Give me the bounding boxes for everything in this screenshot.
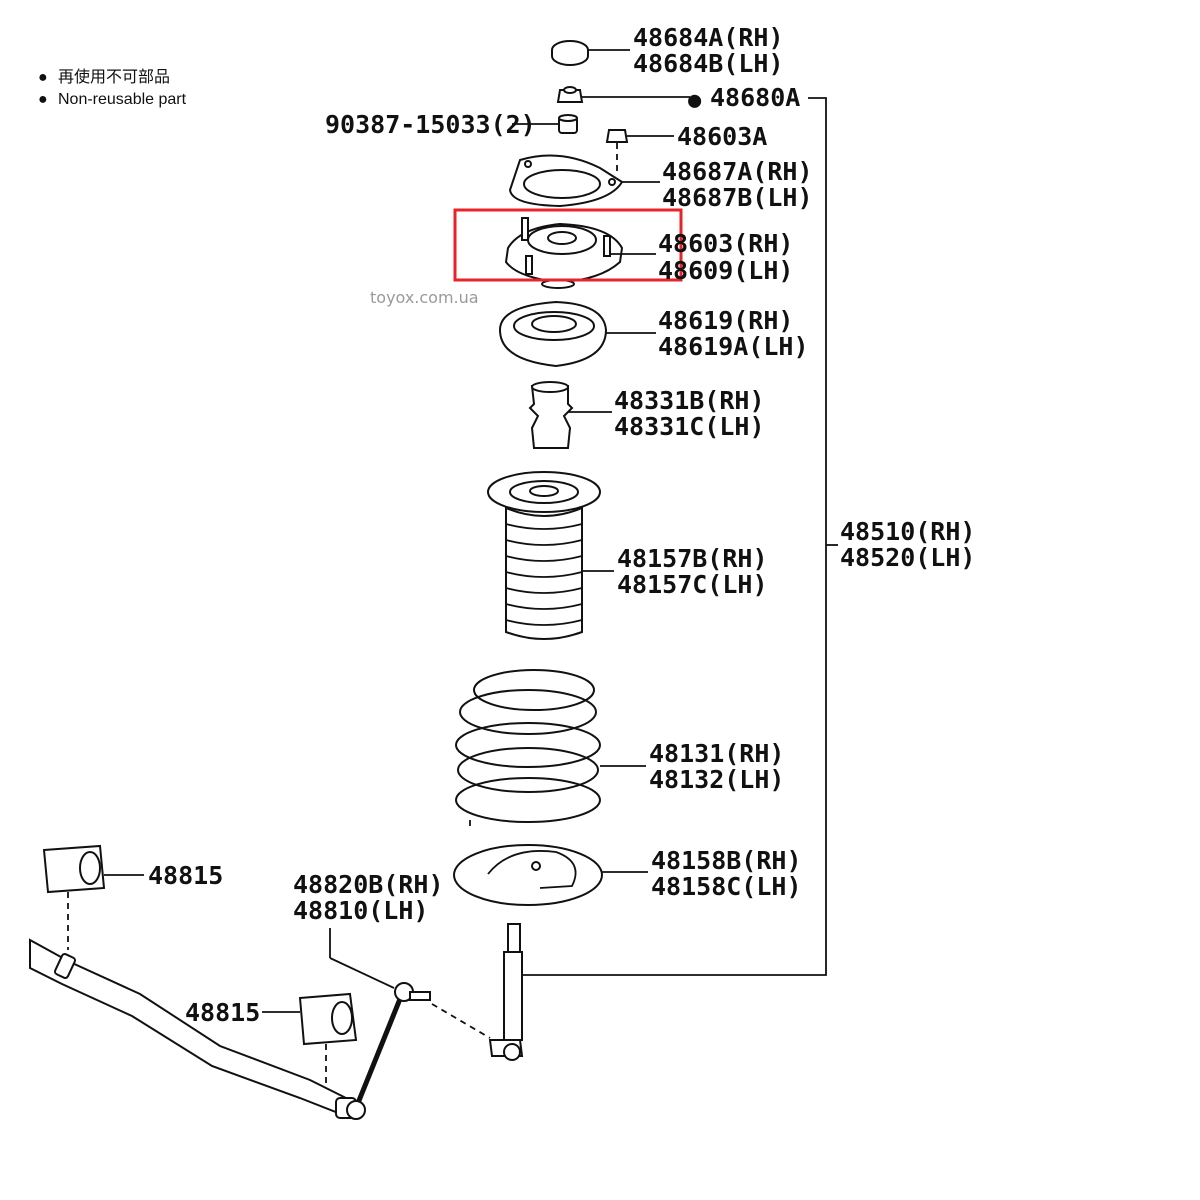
legend-marker-en: ● (38, 91, 48, 108)
label-48131-rh: 48131(RH) (649, 739, 784, 768)
legend: ● 再使用不可部品 ● Non-reusable part (38, 68, 187, 108)
label-48331-lh: 48331C(LH) (614, 412, 765, 441)
label-48810-lh: 48810(LH) (293, 896, 428, 925)
part-stabilizer-bar (29, 938, 357, 1119)
label-48815-bottom: 48815 (185, 998, 260, 1027)
part-48815-bushing-bottom (262, 992, 358, 1084)
label-48687-rh: 48687A(RH) (662, 157, 813, 186)
label-48510-rh: 48510(RH) (840, 517, 975, 546)
part-48157-boot (487, 471, 614, 640)
non-reusable-marker: ● (688, 88, 702, 113)
part-48687-plate (508, 154, 660, 208)
callout-labels: 48684A(RH) 48684B(LH) ● 48680A 90387-150… (148, 23, 975, 1027)
part-90387-bushing (512, 114, 578, 134)
part-48680a-nut (556, 86, 690, 103)
label-48680a: 48680A (710, 83, 800, 112)
label-48619-rh: 48619(RH) (658, 306, 793, 335)
part-48603a-nut (605, 129, 674, 175)
label-48603-rh: 48603(RH) (658, 229, 793, 258)
part-48815-bushing-top (42, 844, 144, 950)
legend-marker-jp: ● (38, 69, 48, 86)
label-48684-lh: 48684B(LH) (633, 49, 784, 78)
label-48158-rh: 48158B(RH) (651, 846, 802, 875)
part-48158-insulator (453, 844, 648, 906)
label-48815-top: 48815 (148, 861, 223, 890)
label-48157-lh: 48157C(LH) (617, 570, 768, 599)
part-48619-seat (498, 300, 656, 368)
part-48684-cap (551, 40, 630, 66)
label-48820-rh: 48820B(RH) (293, 870, 444, 899)
watermark-text: toyox.com.ua (370, 288, 479, 307)
part-48331-bumper (528, 381, 612, 449)
part-48131-spring (455, 669, 646, 830)
label-48603a: 48603A (677, 122, 767, 151)
part-shock-rod (488, 923, 524, 1061)
label-48331-rh: 48331B(RH) (614, 386, 765, 415)
highlight-box (453, 208, 683, 282)
label-48609-lh: 48609(LH) (658, 256, 793, 285)
part-48820-link (329, 928, 491, 1120)
label-48619-lh: 48619A(LH) (658, 332, 809, 361)
part-48603-support (504, 217, 656, 289)
legend-text-en: Non-reusable part (58, 91, 187, 108)
label-90387: 90387-15033(2) (325, 110, 536, 139)
label-48132-lh: 48132(LH) (649, 765, 784, 794)
label-48687-lh: 48687B(LH) (662, 183, 813, 212)
label-48158-lh: 48158C(LH) (651, 872, 802, 901)
label-48157-rh: 48157B(RH) (617, 544, 768, 573)
assembly-bracket (520, 97, 838, 976)
label-48684-rh: 48684A(RH) (633, 23, 784, 52)
legend-text-jp: 再使用不可部品 (58, 68, 170, 86)
label-48520-lh: 48520(LH) (840, 543, 975, 572)
